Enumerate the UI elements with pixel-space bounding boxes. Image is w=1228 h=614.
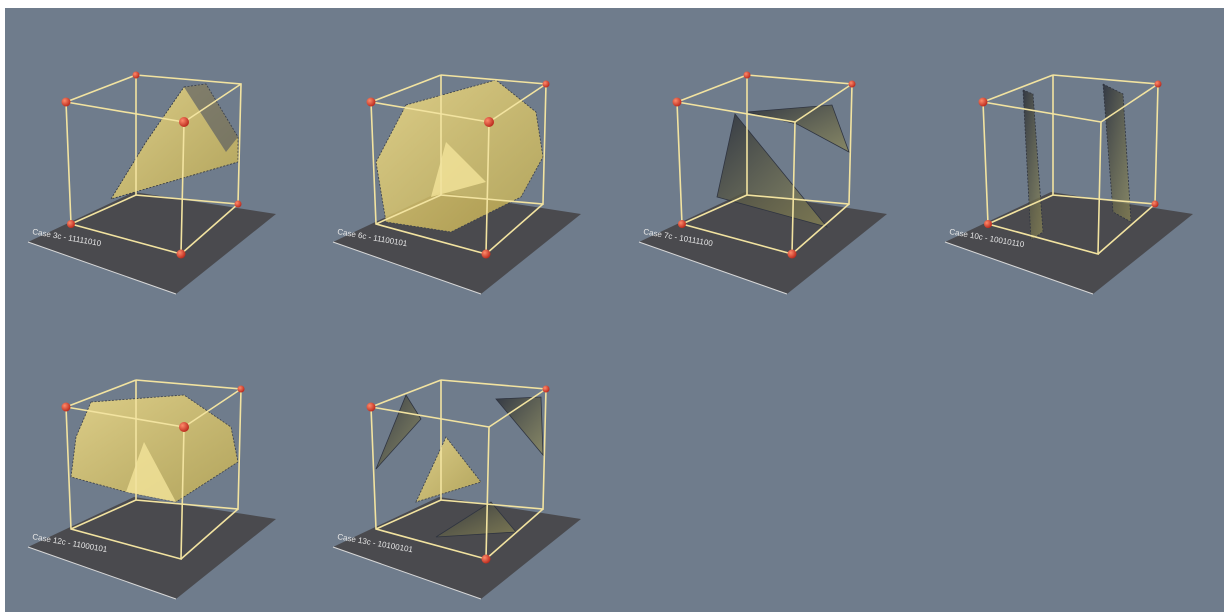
vertex-marker (366, 97, 376, 107)
panel-case-10c[interactable]: Case 10c - 10010110 (944, 74, 1194, 295)
vertex-marker (542, 80, 550, 88)
iso-surface (435, 501, 517, 538)
vertex-marker (672, 97, 682, 107)
vertex-marker (542, 385, 550, 393)
vertex-marker (678, 220, 686, 228)
vertex-marker (176, 249, 186, 259)
vertex-marker (179, 422, 189, 432)
iso-surface-shade (184, 84, 238, 152)
vertex-marker (978, 97, 988, 107)
floor-shadow (332, 496, 582, 600)
iso-surface-face (431, 142, 486, 197)
vertex-marker (61, 402, 71, 412)
vertex-marker (67, 220, 75, 228)
vertex-marker (484, 117, 494, 127)
iso-surface (110, 83, 239, 200)
vertex-marker (787, 249, 797, 259)
vertex-marker (743, 71, 751, 79)
panel-case-3c[interactable]: Case 3c - 11111010 (27, 71, 277, 295)
vertex-marker (848, 80, 856, 88)
vertex-marker (481, 249, 491, 259)
iso-surface (495, 396, 544, 457)
iso-surface (415, 436, 482, 503)
panel-case-7c[interactable]: Case 7c - 10111100 (638, 71, 888, 295)
vertex-marker (1151, 200, 1159, 208)
vertex-marker (234, 200, 242, 208)
panel-case-6c[interactable]: Case 6c - 11100101 (332, 74, 582, 295)
iso-surface (375, 394, 422, 470)
vertex-marker (1154, 80, 1162, 88)
iso-surface-face (126, 442, 176, 502)
iso-surface (716, 113, 829, 228)
panel-case-12c[interactable]: Case 12c - 11000101 (27, 379, 277, 600)
iso-surface (746, 104, 850, 153)
floor-shadow (27, 496, 277, 600)
vertex-marker (179, 117, 189, 127)
vertex-marker (481, 554, 491, 564)
vertex-marker (132, 71, 140, 79)
iso-surface (1102, 83, 1132, 223)
render-viewport[interactable]: Case 3c - 11111010 Case 6c - 11100101 Ca… (5, 8, 1224, 612)
panel-case-13c[interactable]: Case 13c - 10100101 (332, 379, 582, 600)
vertex-marker (237, 385, 245, 393)
vertex-marker (366, 402, 376, 412)
vertex-marker (61, 97, 71, 107)
vertex-marker (984, 220, 992, 228)
scene: Case 3c - 11111010 Case 6c - 11100101 Ca… (27, 71, 1194, 600)
